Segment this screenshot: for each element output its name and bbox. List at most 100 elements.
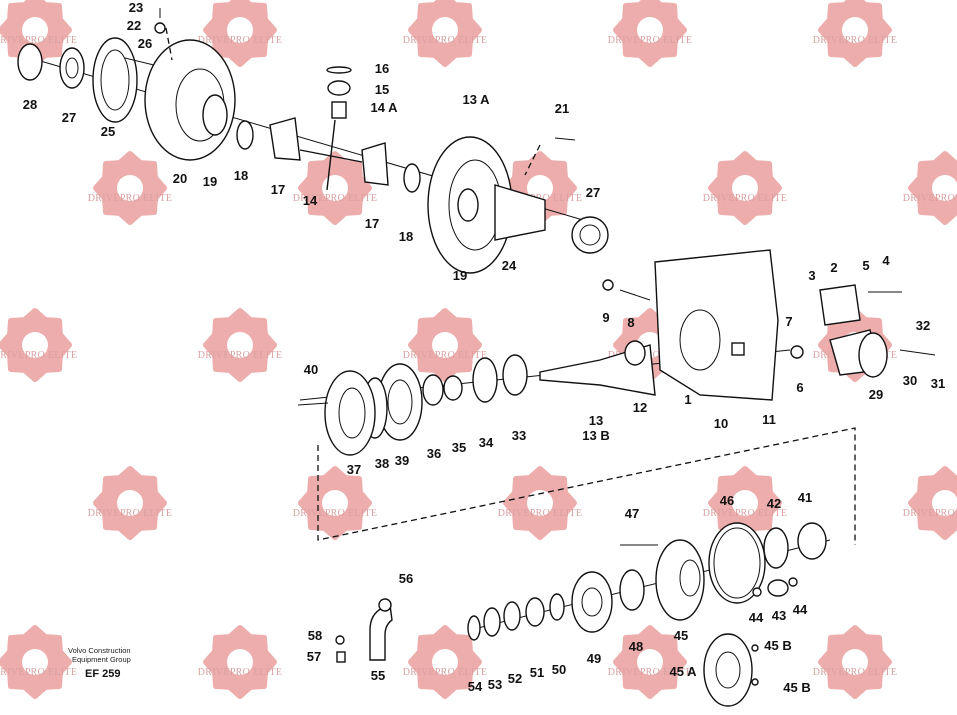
watermark-text: DRIVEPRO ELITE xyxy=(813,667,897,678)
watermark-text: DRIVEPRO ELITE xyxy=(403,35,487,46)
watermark-gear-icon xyxy=(613,625,687,699)
watermark-text: DRIVEPRO ELITE xyxy=(703,193,787,204)
callout-27-repeat: 27 xyxy=(586,185,600,200)
watermark-gear-icon xyxy=(408,308,482,382)
callout-19: 19 xyxy=(203,174,217,189)
watermark-gear-icon xyxy=(0,625,72,699)
callout-17: 17 xyxy=(271,182,285,197)
callout-6: 6 xyxy=(796,380,803,395)
callout-25: 25 xyxy=(101,124,115,139)
callout-36: 36 xyxy=(427,446,441,461)
brand-line-1: Volvo Construction xyxy=(68,646,131,655)
watermark-text: DRIVEPRO ELITE xyxy=(293,508,377,519)
callout-45a: 45 A xyxy=(670,664,698,679)
callout-45b: 45 B xyxy=(764,638,791,653)
watermark-gear-icon xyxy=(203,308,277,382)
callout-45: 45 xyxy=(674,628,688,643)
callout-56: 56 xyxy=(399,571,413,586)
watermark-text: DRIVEPRO ELITE xyxy=(88,193,172,204)
callout-53: 53 xyxy=(488,677,502,692)
callout-9: 9 xyxy=(602,310,609,325)
watermark-layer: DRIVEPRO ELITE DRIVEPRO ELITE DRIVEPRO ELI… xyxy=(0,0,957,699)
callout-44: 44 xyxy=(749,610,764,625)
callout-4: 4 xyxy=(882,253,890,268)
pinion-housing-group xyxy=(297,249,936,545)
watermark-text: DRIVEPRO ELITE xyxy=(0,667,77,678)
callout-32: 32 xyxy=(916,318,930,333)
watermark-gear-icon xyxy=(0,308,72,382)
callout-38: 38 xyxy=(375,456,389,471)
callout-5: 5 xyxy=(862,258,869,273)
callout-10: 10 xyxy=(714,416,728,431)
watermark-text: DRIVEPRO ELITE xyxy=(608,667,692,678)
callout-16: 16 xyxy=(375,61,389,76)
watermark-gear-icon xyxy=(503,466,577,540)
callout-50: 50 xyxy=(552,662,566,677)
callout-46: 46 xyxy=(720,493,734,508)
callout-3: 3 xyxy=(808,268,815,283)
callout-12: 12 xyxy=(633,400,647,415)
callout-8: 8 xyxy=(627,315,634,330)
callout-31: 31 xyxy=(931,376,945,391)
watermark-gear-icon xyxy=(613,0,687,67)
callout-23: 23 xyxy=(129,0,143,15)
watermark-text: DRIVEPRO ELITE xyxy=(0,350,77,361)
callout-57: 57 xyxy=(307,649,321,664)
callout-7: 7 xyxy=(785,314,792,329)
callout-48: 48 xyxy=(629,639,643,654)
watermark-gear-icon xyxy=(408,0,482,67)
watermark-text: DRIVEPRO ELITE xyxy=(403,667,487,678)
watermark-gear-icon xyxy=(93,151,167,225)
callout-28: 28 xyxy=(23,97,37,112)
watermark-text: DRIVEPRO ELITE xyxy=(903,193,957,204)
watermark-gear-icon xyxy=(818,625,892,699)
callout-35: 35 xyxy=(452,440,466,455)
callout-14a: 14 A xyxy=(371,100,399,115)
callout-13: 13 xyxy=(589,413,603,428)
watermark-gear-icon xyxy=(203,0,277,67)
callout-51: 51 xyxy=(530,665,544,680)
callout-49: 49 xyxy=(587,651,601,666)
callout-40: 40 xyxy=(304,362,318,377)
figure-code: EF 259 xyxy=(85,668,120,680)
hub-group xyxy=(335,522,831,707)
watermark-text: DRIVEPRO ELITE xyxy=(403,350,487,361)
callout-42: 42 xyxy=(767,496,781,511)
watermark-gear-icon xyxy=(408,625,482,699)
callout-26: 26 xyxy=(138,36,152,51)
callout-44-repeat: 44 xyxy=(793,602,808,617)
callout-19-repeat: 19 xyxy=(453,268,467,283)
callout-13b: 13 B xyxy=(582,428,609,443)
callout-18-repeat: 18 xyxy=(399,229,413,244)
callout-54: 54 xyxy=(468,679,483,694)
watermark-text: DRIVEPRO ELITE xyxy=(88,508,172,519)
callout-37: 37 xyxy=(347,462,361,477)
callout-43: 43 xyxy=(772,608,786,623)
callout-15: 15 xyxy=(375,82,389,97)
watermark-text: DRIVEPRO ELITE xyxy=(608,35,692,46)
watermark-text: DRIVEPRO ELITE xyxy=(0,35,77,46)
watermark-gear-icon xyxy=(908,151,957,225)
watermark-gear-icon xyxy=(298,151,372,225)
callout-47: 47 xyxy=(625,506,639,521)
callout-17-repeat: 17 xyxy=(365,216,379,231)
callout-22: 22 xyxy=(127,18,141,33)
callout-11: 11 xyxy=(762,412,776,427)
callout-1: 1 xyxy=(684,392,691,407)
callout-27: 27 xyxy=(62,110,76,125)
watermark-gear-icon xyxy=(93,466,167,540)
callout-33: 33 xyxy=(512,428,526,443)
brand-line-2: Equipment Group xyxy=(72,655,131,664)
watermark-gear-icon xyxy=(203,625,277,699)
callout-21: 21 xyxy=(555,101,569,116)
watermark-text: DRIVEPRO ELITE xyxy=(198,35,282,46)
callout-20: 20 xyxy=(173,171,187,186)
callout-34: 34 xyxy=(479,435,494,450)
callout-55: 55 xyxy=(371,668,385,683)
callout-14: 14 xyxy=(303,193,318,208)
watermark-text: DRIVEPRO ELITE xyxy=(293,193,377,204)
watermark-text: DRIVEPRO ELITE xyxy=(813,35,897,46)
